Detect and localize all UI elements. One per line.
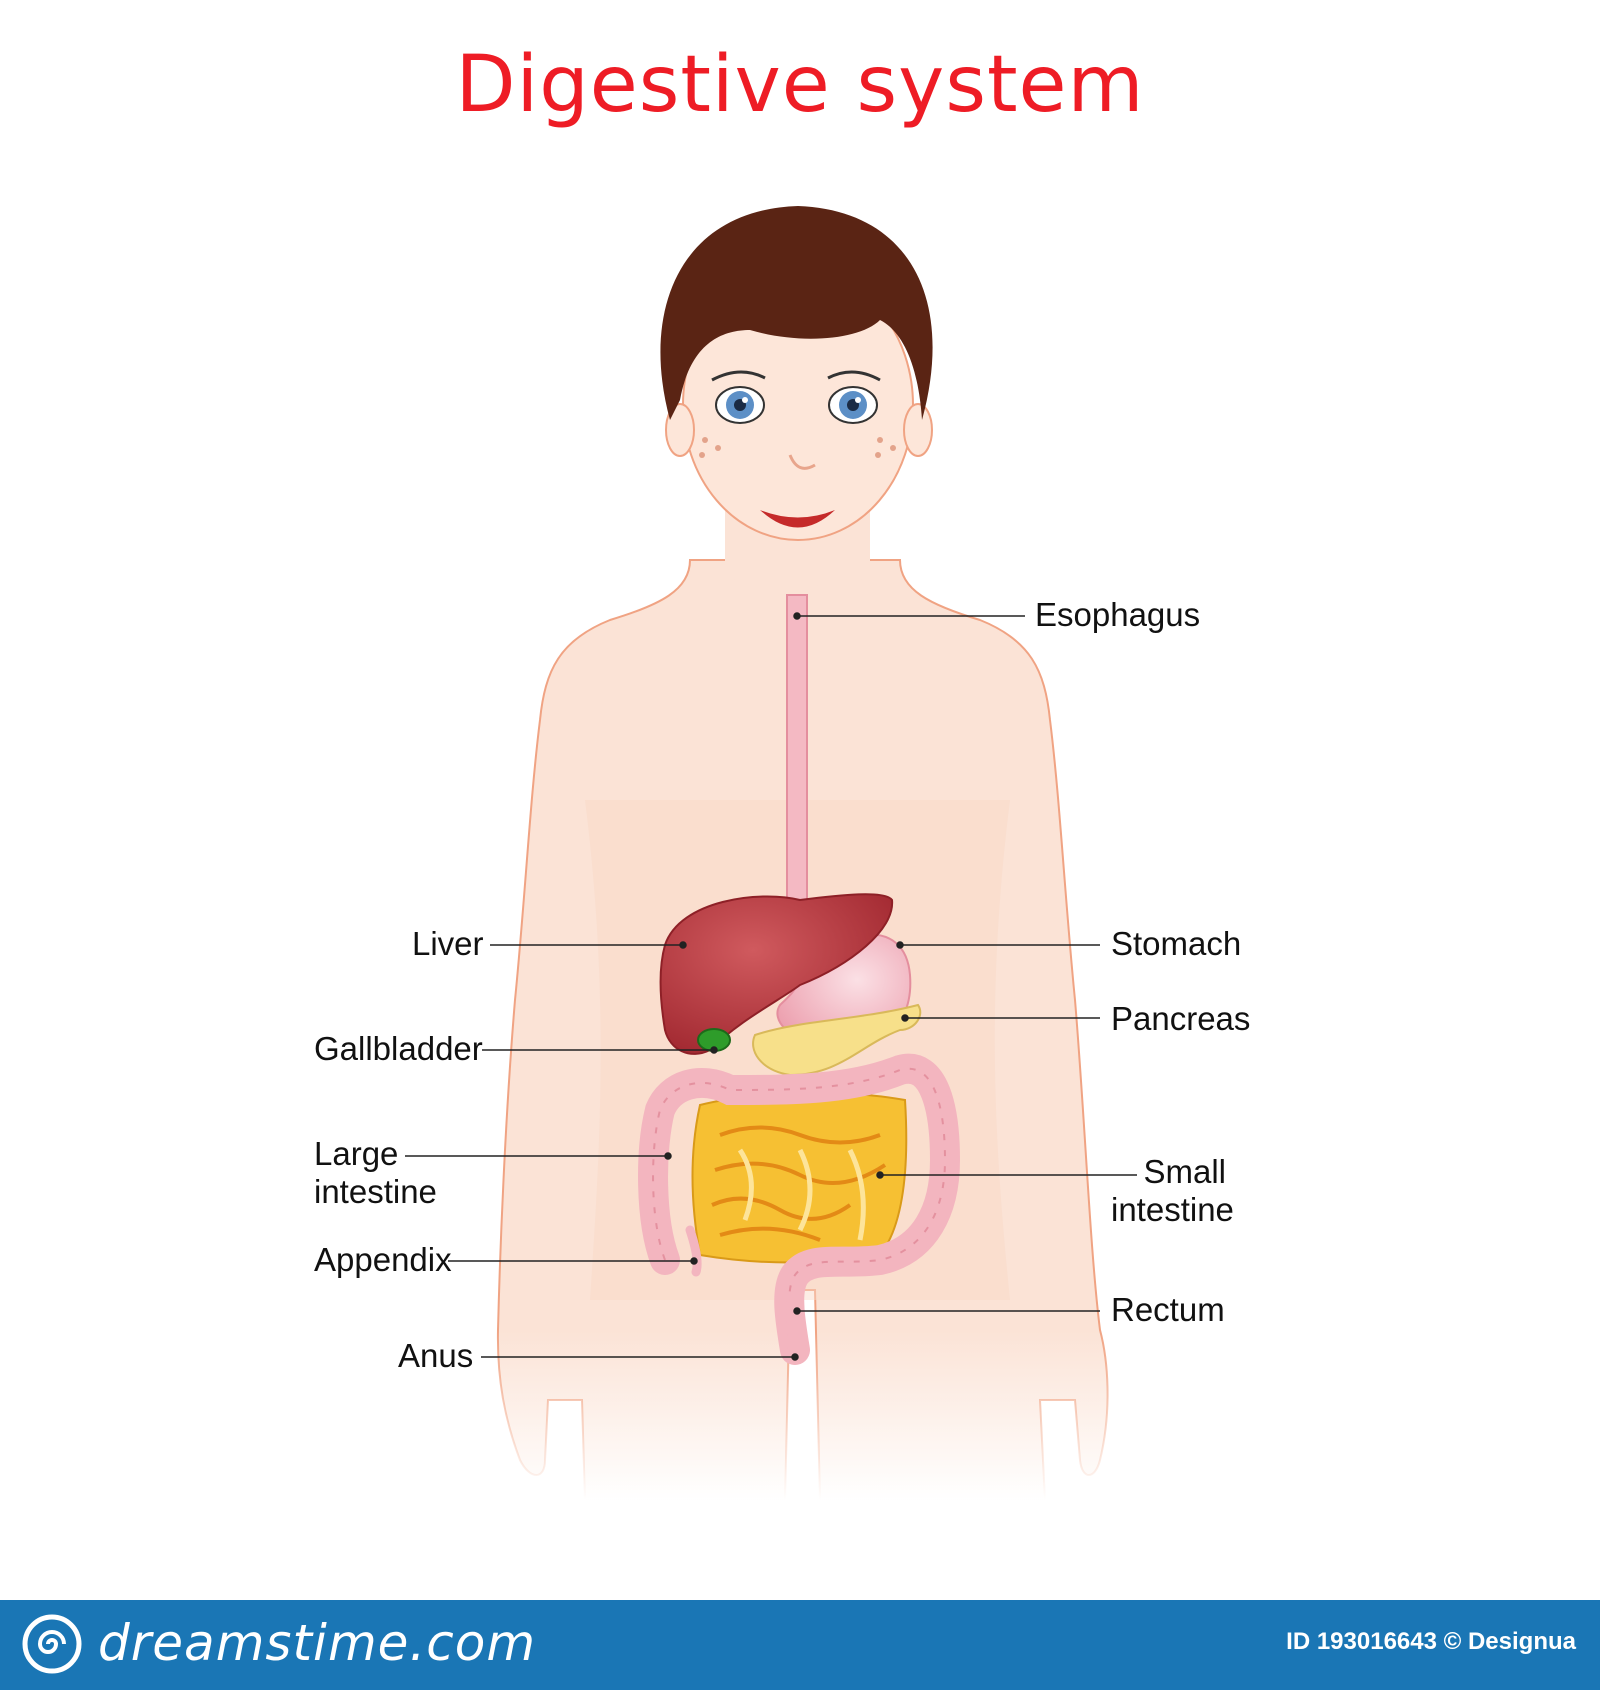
mouth [760,510,835,528]
footer-bar: dreamstime.com ID 193016643 © Designua [0,1600,1600,1690]
liver [659,893,894,1055]
small-intestine [691,1092,908,1264]
child-head [660,206,933,541]
label-stomach: Stomach [1111,925,1242,962]
label-esophagus: Esophagus [1035,596,1201,633]
label-small-intestine: Small intestine [1111,1153,1234,1228]
eyes [711,370,881,424]
label-pancreas: Pancreas [1111,1000,1251,1037]
nose [788,454,816,470]
label-large-intestine: Large intestine [314,1135,437,1210]
label-appendix: Appendix [314,1241,452,1278]
label-gallbladder: Gallbladder [314,1030,483,1067]
label-anus: Anus [398,1337,474,1374]
large-intestine [638,1053,961,1365]
label-rectum: Rectum [1111,1291,1225,1328]
footer-brand[interactable]: dreamstime.com [98,1614,537,1672]
leader-lines [405,612,1137,1361]
diagram-title: Digestive system [455,40,1145,130]
appendix [685,1225,702,1277]
pancreas [752,1003,922,1077]
label-liver: Liver [412,925,484,962]
body-illustration [405,206,1137,1501]
hair [660,206,933,420]
freckles [699,437,896,458]
footer-credit: ID 193016643 © Designua [1286,1628,1576,1655]
spiral-logo-icon [22,1614,82,1674]
